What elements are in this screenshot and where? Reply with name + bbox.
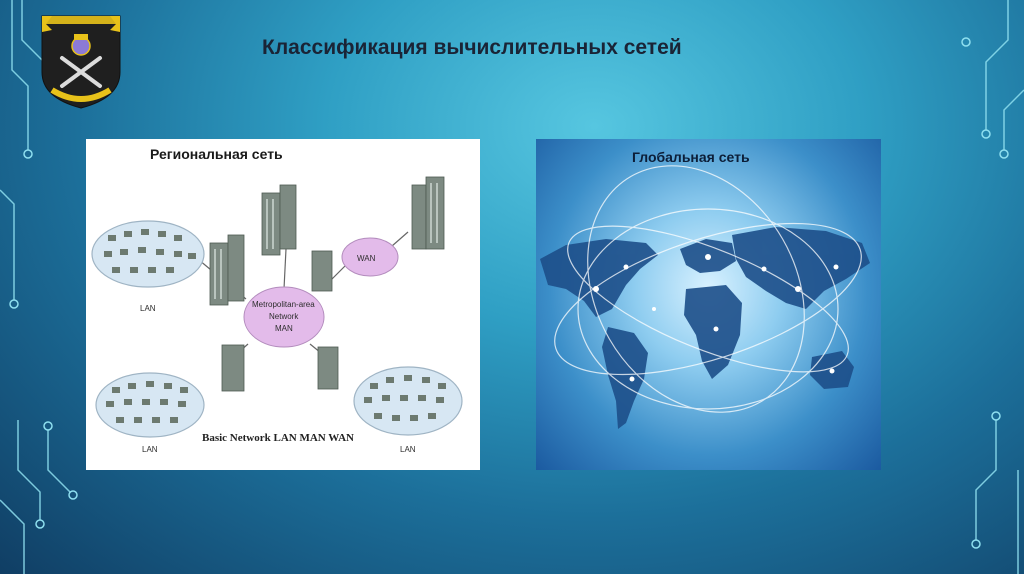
network-node — [834, 265, 839, 270]
man-cloud: Metropolitan-area Network MAN — [244, 287, 324, 347]
network-node — [762, 267, 767, 272]
building-icon — [222, 345, 244, 391]
building-icon — [318, 347, 338, 389]
link-line — [284, 249, 286, 289]
emblem — [38, 12, 124, 112]
network-node — [652, 307, 656, 311]
building-icon — [412, 177, 444, 249]
global-network-panel: Глобальная сеть — [536, 139, 881, 470]
link-line — [392, 232, 408, 246]
global-network-caption: Глобальная сеть — [632, 149, 750, 165]
lan-cloud-top-left: LAN — [92, 221, 204, 313]
lan-label: LAN — [400, 445, 416, 454]
network-node — [630, 377, 635, 382]
network-node — [714, 327, 719, 332]
network-node — [795, 286, 801, 292]
network-node — [624, 265, 629, 270]
regional-network-panel: LAN LAN LAN — [86, 139, 480, 470]
network-node — [593, 286, 599, 292]
network-node — [830, 369, 835, 374]
lan-cloud-bottom-right: LAN — [354, 367, 462, 454]
slide-title: Классификация вычислительных сетей — [262, 36, 682, 60]
regional-network-caption: Региональная сеть — [150, 146, 283, 162]
world-map-network-image — [536, 139, 881, 470]
network-node — [705, 254, 711, 260]
man-label-line3: MAN — [275, 324, 293, 333]
lan-label: LAN — [142, 445, 158, 454]
lan-cloud-bottom-left: LAN — [96, 373, 204, 454]
man-label-line2: Network — [269, 312, 299, 321]
north-america-shape — [540, 239, 658, 317]
africa-shape — [684, 285, 742, 379]
lan-man-wan-diagram: LAN LAN LAN — [86, 139, 480, 470]
lan-label: LAN — [140, 304, 156, 313]
coat-of-arms-icon — [38, 12, 124, 112]
wan-cloud: WAN — [342, 238, 398, 276]
wan-label: WAN — [357, 254, 376, 263]
diagram-caption: Basic Network LAN MAN WAN — [202, 432, 354, 444]
building-icon — [312, 251, 332, 291]
man-label-line1: Metropolitan-area — [252, 300, 315, 309]
